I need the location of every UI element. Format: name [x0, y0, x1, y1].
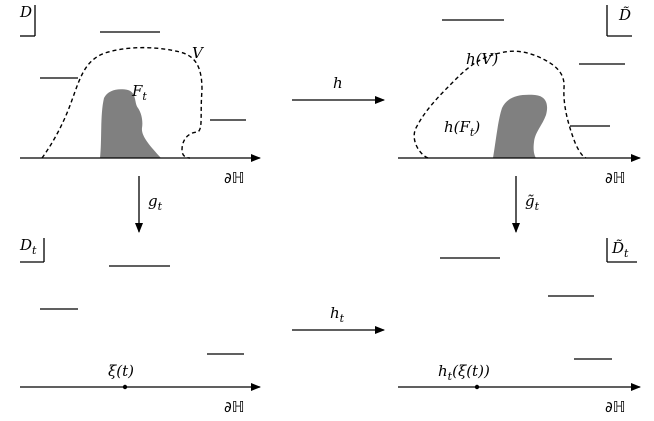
label-h-t-xi-t: ht(ξ(t)): [438, 362, 490, 383]
label-D: D: [19, 3, 32, 21]
neighborhood-V: [41, 46, 203, 159]
label-xi-t: ξ(t): [108, 362, 134, 380]
panel-bottom-left: Dt ξ(t) ∂ℍ: [19, 236, 261, 416]
label-D-tilde-t: D̃t: [611, 239, 629, 260]
label-D-tilde: D̃: [618, 6, 631, 24]
label-D-t: Dt: [19, 236, 37, 257]
map-arrows: h ht gt g̃t: [135, 74, 540, 334]
panel-top-left: D V Ft ∂ℍ: [19, 3, 261, 187]
label-arrow-h: h: [333, 74, 343, 92]
label-F-t: Ft: [131, 82, 147, 103]
label-arrow-g-t: gt: [148, 192, 163, 213]
panel-bottom-right: D̃t ht(ξ(t)) ∂ℍ: [398, 238, 641, 416]
label-h-V: h(V): [466, 50, 498, 68]
label-h-F-t: h(Ft): [444, 118, 480, 139]
label-V: V: [192, 44, 205, 62]
label-arrow-h-t: ht: [330, 304, 345, 325]
hull-F-t: [100, 89, 161, 158]
label-boundary-H: ∂ℍ: [224, 398, 245, 416]
image-hull-h-F-t: [493, 94, 548, 158]
label-boundary-H: ∂ℍ: [224, 169, 245, 187]
label-arrow-g-tilde-t: g̃t: [525, 192, 540, 213]
label-boundary-H: ∂ℍ: [605, 169, 626, 187]
panel-top-right: D̃ h(V) h(Ft) ∂ℍ: [398, 5, 641, 187]
label-boundary-H: ∂ℍ: [605, 398, 626, 416]
